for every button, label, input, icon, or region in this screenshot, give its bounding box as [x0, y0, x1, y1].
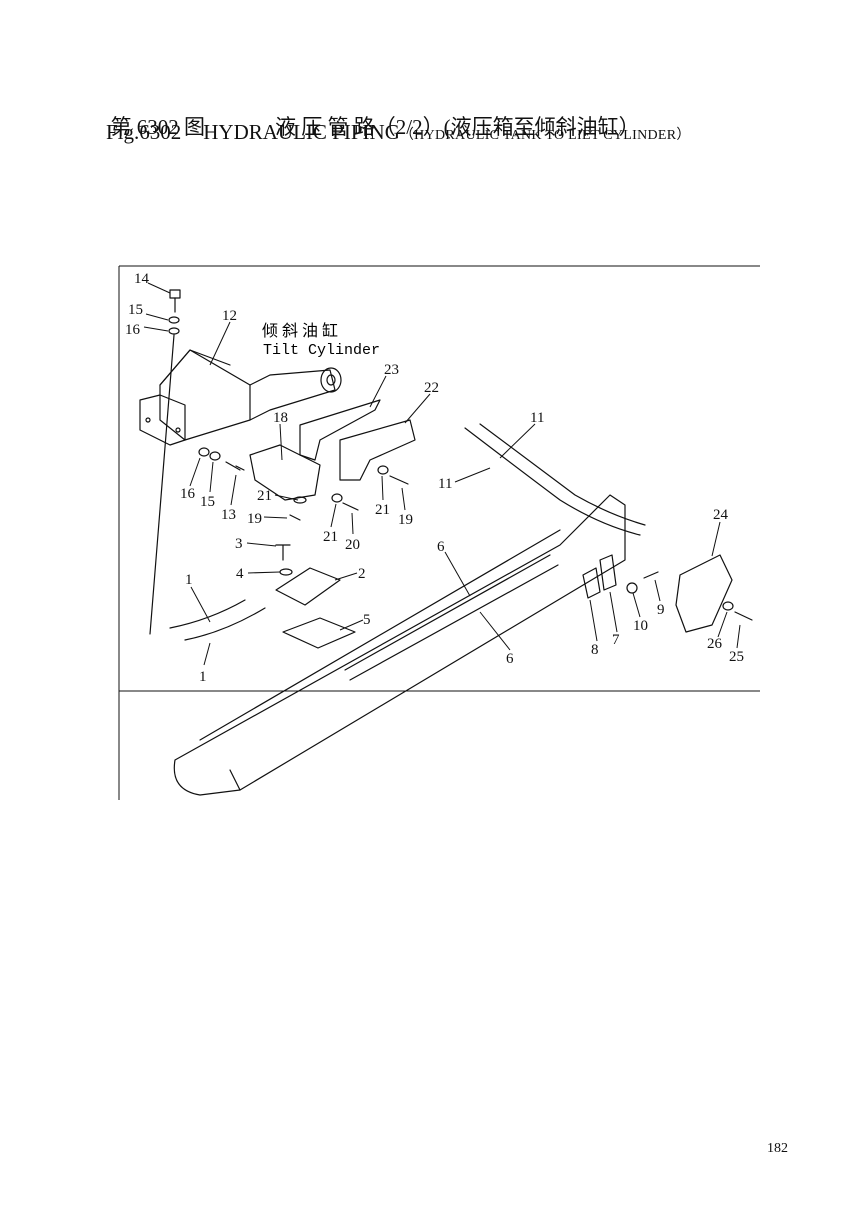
page-number: 182 [767, 1141, 788, 1156]
callout-8: 8 [591, 642, 599, 658]
figure-title-cn-text: 液 压 管 路（2/2）(液压箱至倾斜油缸） [275, 115, 640, 139]
callout-21-b: 21 [323, 529, 338, 545]
bracket-22 [339, 419, 416, 481]
flange-8 [582, 567, 601, 599]
hose-6-a [344, 554, 551, 671]
callout-1-top: 1 [185, 572, 193, 588]
callout-24: 24 [713, 507, 729, 523]
callout-11-side: 11 [438, 476, 452, 492]
callout-2: 2 [358, 566, 366, 582]
block-2 [275, 567, 341, 606]
bolt-25 [734, 611, 753, 621]
washer-4 [279, 568, 293, 576]
leader-lines [143, 282, 741, 666]
washer-16 [168, 327, 180, 335]
bolt-14 [169, 289, 181, 313]
figure-number-cn: 第 6302 图 [110, 115, 206, 139]
callout-5: 5 [363, 612, 371, 628]
figure-title-en: Fig.6302 HYDRAULIC PIPING（HYDRAULIC TANK … [106, 120, 691, 145]
washer-21-a [293, 496, 307, 504]
callout-19-b: 19 [398, 512, 413, 528]
bolt-19-a [289, 514, 301, 521]
callout-18: 18 [273, 410, 288, 426]
callout-4: 4 [236, 566, 244, 582]
bolt-9 [643, 571, 659, 579]
bolt-19-b [389, 475, 409, 485]
callout-numbers: 14 15 16 12 23 22 18 11 11 16 15 13 21 1… [125, 271, 744, 685]
callout-6-bottom: 6 [506, 651, 514, 667]
hose-11-b [479, 423, 646, 526]
bolt-3 [275, 544, 291, 561]
callout-20: 20 [345, 537, 360, 553]
callout-14: 14 [134, 271, 150, 287]
figure-title-cn: 第 6302 图 液 压 管 路（2/2）(液压箱至倾斜油缸） [100, 86, 640, 141]
callout-13: 13 [221, 507, 236, 523]
bolt-13 [225, 461, 245, 471]
callout-23: 23 [384, 362, 399, 378]
bolt-20 [342, 502, 359, 511]
washer-15 [168, 316, 180, 324]
callout-15: 15 [128, 302, 143, 318]
callout-19-a: 19 [247, 511, 262, 527]
plate-7 [599, 554, 617, 591]
hose-11-a [464, 427, 641, 536]
boom-frame [173, 494, 626, 796]
washer-16-lower [198, 447, 210, 457]
figure-title-en-paren: （HYDRAULIC TANK TO LIET CYLINDER） [399, 128, 691, 143]
callout-22: 22 [424, 380, 439, 396]
callout-6-top: 6 [437, 539, 445, 555]
callout-21-a: 21 [257, 488, 272, 504]
figure-number-en: Fig.6302 [106, 120, 182, 144]
washer-10 [626, 582, 638, 594]
diagram-frame [118, 265, 760, 800]
callout-12: 12 [222, 308, 237, 324]
hose-1-lower [184, 607, 266, 641]
washer-21-b [331, 493, 343, 503]
gasket-5 [282, 617, 356, 649]
callout-25: 25 [729, 649, 744, 665]
tilt-cylinder-caption-en: Tilt Cylinder [263, 342, 380, 359]
callout-16: 16 [125, 322, 141, 338]
callout-9: 9 [657, 602, 665, 618]
hose-6-b [349, 564, 559, 681]
tilt-cylinder-part [139, 349, 342, 446]
washer-21-c [377, 465, 389, 475]
callout-11-top: 11 [530, 410, 544, 426]
bracket-24 [675, 554, 733, 633]
callout-3: 3 [235, 536, 243, 552]
washer-15-lower [209, 451, 221, 461]
callout-7: 7 [612, 632, 620, 648]
hose-1-upper [169, 599, 246, 629]
leader-line-1 [149, 334, 175, 635]
plate-18 [249, 444, 321, 501]
washer-26 [722, 601, 734, 611]
tilt-cylinder-caption-cn: 倾 斜 油 缸 [262, 321, 338, 340]
callout-10: 10 [633, 618, 648, 634]
callout-15-lower: 15 [200, 494, 215, 510]
callout-1-bottom: 1 [199, 669, 207, 685]
callout-16-lower: 16 [180, 486, 196, 502]
callout-21-c: 21 [375, 502, 390, 518]
figure-title-en-main: HYDRAULIC PIPING [203, 120, 400, 144]
callout-26: 26 [707, 636, 723, 652]
